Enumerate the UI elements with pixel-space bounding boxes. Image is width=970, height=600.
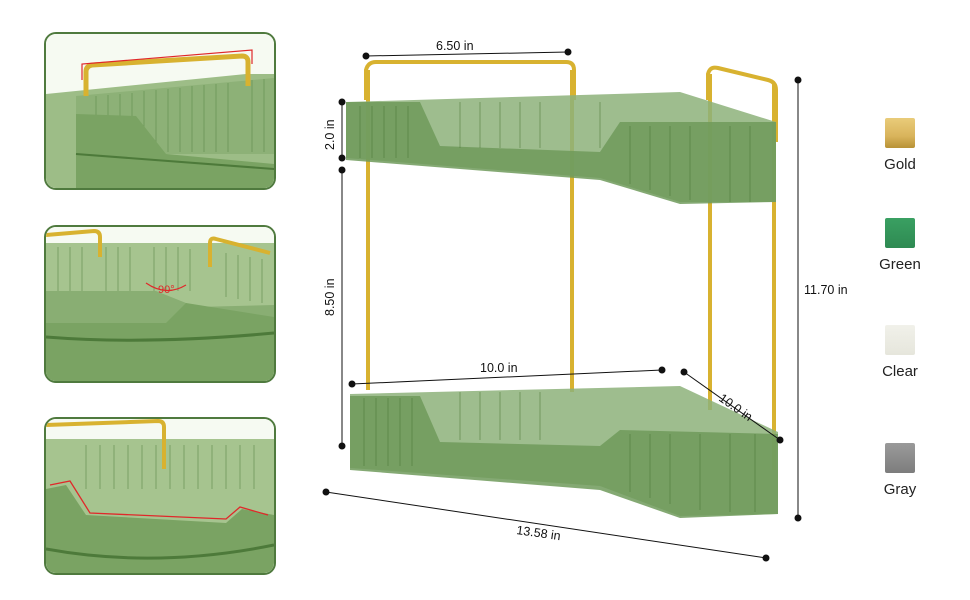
clear-swatch-icon (885, 325, 915, 355)
swatch-label: Gold (884, 156, 916, 173)
detail-corner-thumbnail: 90° (44, 225, 276, 383)
dim-tier-height: 2.0 in (323, 119, 337, 150)
dim-total-height: 11.70 in (804, 283, 848, 297)
detail-handle-thumbnail (44, 32, 276, 190)
angle-callout: 90° (158, 284, 175, 296)
swatch-label: Green (879, 256, 921, 273)
dim-bottom-front-width: 10.0 in (480, 361, 518, 375)
dim-top-width: 6.50 in (436, 39, 474, 53)
swatch-green[interactable]: Green (862, 218, 938, 273)
dim-gap-height: 8.50 in (323, 278, 337, 316)
dim-diagonal-width: 13.58 in (516, 523, 562, 543)
gold-swatch-icon (885, 118, 915, 148)
detail-edge-thumbnail (44, 417, 276, 575)
swatch-label: Gray (883, 481, 917, 498)
swatch-gray[interactable]: Gray (862, 443, 938, 498)
green-swatch-icon (885, 218, 915, 248)
swatch-label: Clear (882, 363, 918, 380)
gray-swatch-icon (885, 443, 915, 473)
swatch-clear[interactable]: Clear (862, 325, 938, 380)
swatch-gold[interactable]: Gold (862, 118, 938, 173)
product-drawing: 6.50 in 2.0 in 8.50 in 11.70 in 10.0 in … (300, 30, 860, 575)
